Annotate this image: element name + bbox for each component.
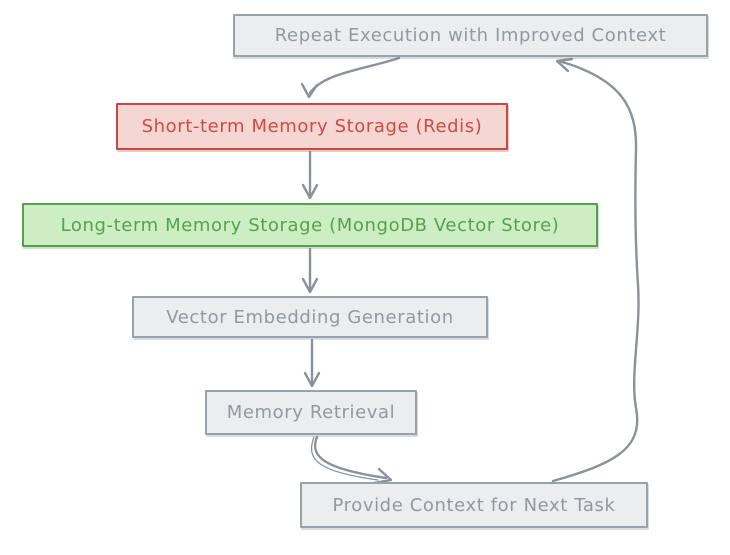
arrowhead-right-icon [372, 467, 393, 485]
arrowhead-up-left-icon [555, 57, 574, 73]
node-provide-context: Provide Context for Next Task [300, 482, 648, 528]
edge-short-term-memory-to-long-term-memory [301, 150, 319, 200]
node-repeat-execution-label: Repeat Execution with Improved Context [274, 25, 667, 46]
edge-long-term-memory-to-vector-embedding [301, 247, 319, 294]
edge-repeat-execution-to-short-term-memory [300, 56, 401, 99]
edge-memory-retrieval-to-provide-context [310, 435, 393, 485]
node-memory-retrieval: Memory Retrieval [205, 390, 417, 435]
edge-provide-context-to-repeat-execution [551, 57, 640, 483]
node-short-term-memory: Short-term Memory Storage (Redis) [116, 103, 508, 150]
node-repeat-execution: Repeat Execution with Improved Context [233, 14, 708, 57]
node-long-term-memory: Long-term Memory Storage (MongoDB Vector… [22, 203, 598, 247]
arrowhead-down-icon [301, 277, 319, 294]
arrowhead-down-icon [301, 183, 319, 200]
arrowhead-down-icon [300, 82, 319, 99]
node-long-term-memory-label: Long-term Memory Storage (MongoDB Vector… [60, 214, 560, 236]
edge-vector-embedding-to-memory-retrieval [303, 338, 321, 388]
node-memory-retrieval-label: Memory Retrieval [226, 402, 396, 423]
node-vector-embedding-label: Vector Embedding Generation [166, 306, 454, 328]
node-vector-embedding: Vector Embedding Generation [132, 296, 488, 338]
node-provide-context-label: Provide Context for Next Task [332, 494, 616, 516]
node-short-term-memory-label: Short-term Memory Storage (Redis) [141, 116, 483, 137]
arrowhead-down-icon [303, 371, 321, 388]
